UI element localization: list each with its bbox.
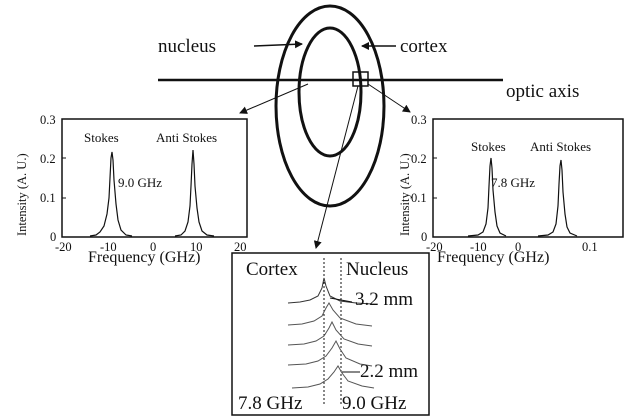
right-xtick: -20	[426, 240, 443, 254]
right-spectrum-plot: Intensity (A. U.) Frequency (GHz) 0 0.1 …	[398, 113, 624, 266]
right-plot-frame	[432, 118, 624, 238]
depth-spectrum-5	[291, 365, 375, 389]
right-stokes-peak	[467, 157, 507, 237]
cortex-label: cortex	[400, 36, 448, 57]
right-ytick: 0.3	[411, 113, 427, 127]
left-spectrum-plot: Intensity (A. U.) Frequency (GHz) 0 0.1 …	[15, 113, 248, 266]
right-ytick: 0.1	[411, 191, 427, 205]
nucleus-ellipse	[297, 26, 363, 158]
left-anti-stokes-peak	[174, 149, 215, 237]
right-anti-stokes-peak	[537, 159, 578, 237]
right-stokes-label: Stokes	[471, 139, 506, 154]
nucleus-label: nucleus	[158, 36, 216, 57]
depth-panel: Cortex Nucleus 3.2 mm 2.2 mm 7.8 GHz 9.0…	[231, 252, 430, 416]
left-stokes-label: Stokes	[84, 130, 119, 145]
right-ytick: 0	[421, 230, 427, 244]
left-xlabel: Frequency (GHz)	[88, 249, 200, 266]
depth-spectrum-3	[287, 320, 373, 347]
left-plot-frame	[61, 118, 248, 238]
pointer-to-depth-panel	[313, 85, 359, 249]
right-xtick: -10	[470, 240, 487, 254]
pointer-to-right-spectrum	[367, 83, 411, 113]
right-anti-stokes-label: Anti Stokes	[530, 139, 591, 154]
depth-spectrum-2	[287, 302, 373, 327]
left-ytick: 0.2	[40, 152, 56, 166]
right-ylabel: Intensity (A. U.)	[398, 153, 412, 236]
depth-spectrum-1	[287, 277, 373, 305]
depth-panel-frame	[231, 252, 430, 416]
pointer-to-left-spectrum	[239, 83, 309, 114]
freq-left-label: 7.8 GHz	[238, 393, 302, 414]
left-anti-stokes-label: Anti Stokes	[156, 130, 217, 145]
left-ylabel: Intensity (A. U.)	[15, 153, 29, 236]
depth-nucleus-label: Nucleus	[346, 259, 408, 280]
left-yticks: 0 0.1 0.2 0.3	[40, 113, 66, 244]
left-xtick: 20	[234, 240, 247, 254]
right-xtick: 0.1	[582, 240, 598, 254]
depth-spectrum-4	[287, 339, 373, 367]
left-ytick: 0.3	[40, 113, 56, 127]
right-yticks: 0 0.1 0.2 0.3	[411, 113, 437, 244]
depth-top-label: 3.2 mm	[355, 289, 413, 310]
left-stokes-peak	[89, 151, 133, 237]
right-xticks: -20 -10 0 0.1	[426, 240, 598, 254]
left-ytick: 0	[50, 230, 56, 244]
freq-right-label: 9.0 GHz	[342, 393, 406, 414]
left-xtick: -20	[55, 240, 72, 254]
nucleus-arrow	[253, 40, 303, 49]
left-xticks: -20 -10 0 10 20	[55, 240, 247, 254]
depth-top-leader	[329, 297, 353, 303]
right-shift-label: 7.8 GHz	[491, 175, 535, 190]
measurement-box	[352, 71, 369, 87]
right-xlabel: Frequency (GHz)	[437, 249, 549, 266]
left-xtick: 0	[150, 240, 156, 254]
left-xtick: 10	[190, 240, 203, 254]
left-xtick: -10	[100, 240, 117, 254]
optic-axis-label: optic axis	[506, 81, 579, 102]
left-ytick: 0.1	[40, 191, 56, 205]
cortex-ellipse	[274, 4, 386, 208]
right-xtick: 0	[515, 240, 521, 254]
lens-diagram: nucleus cortex optic axis	[158, 4, 579, 249]
depth-bottom-label: 2.2 mm	[360, 361, 418, 382]
left-shift-label: 9.0 GHz	[118, 175, 162, 190]
depth-cortex-label: Cortex	[246, 259, 298, 280]
right-ytick: 0.2	[411, 152, 427, 166]
